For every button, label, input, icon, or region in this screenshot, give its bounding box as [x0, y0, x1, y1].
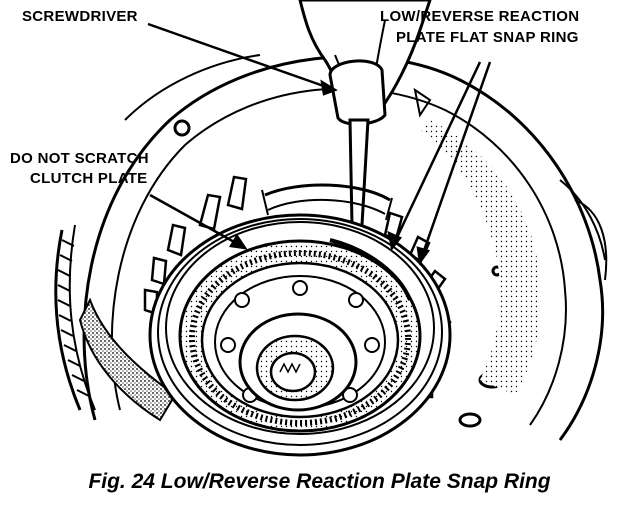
- figure-caption: Fig. 24 Low/Reverse Reaction Plate Snap …: [88, 470, 551, 493]
- snap-ring-label-line1: LOW/REVERSE REACTION: [380, 8, 580, 25]
- screwdriver-tool: [328, 59, 387, 247]
- snap-ring: [329, 238, 412, 301]
- snap-ring-label-line2: PLATE FLAT SNAP RING: [396, 29, 579, 46]
- scratch-warning-line1: DO NOT SCRATCH: [10, 150, 149, 167]
- scratch-warning-line2: CLUTCH PLATE: [30, 170, 148, 187]
- clutch-pack: [143, 175, 452, 457]
- case-shading: [420, 120, 541, 395]
- screwdriver-label: SCREWDRIVER: [22, 8, 138, 25]
- left-gear-teeth: [54, 224, 177, 422]
- leader-lines: [147, 22, 492, 266]
